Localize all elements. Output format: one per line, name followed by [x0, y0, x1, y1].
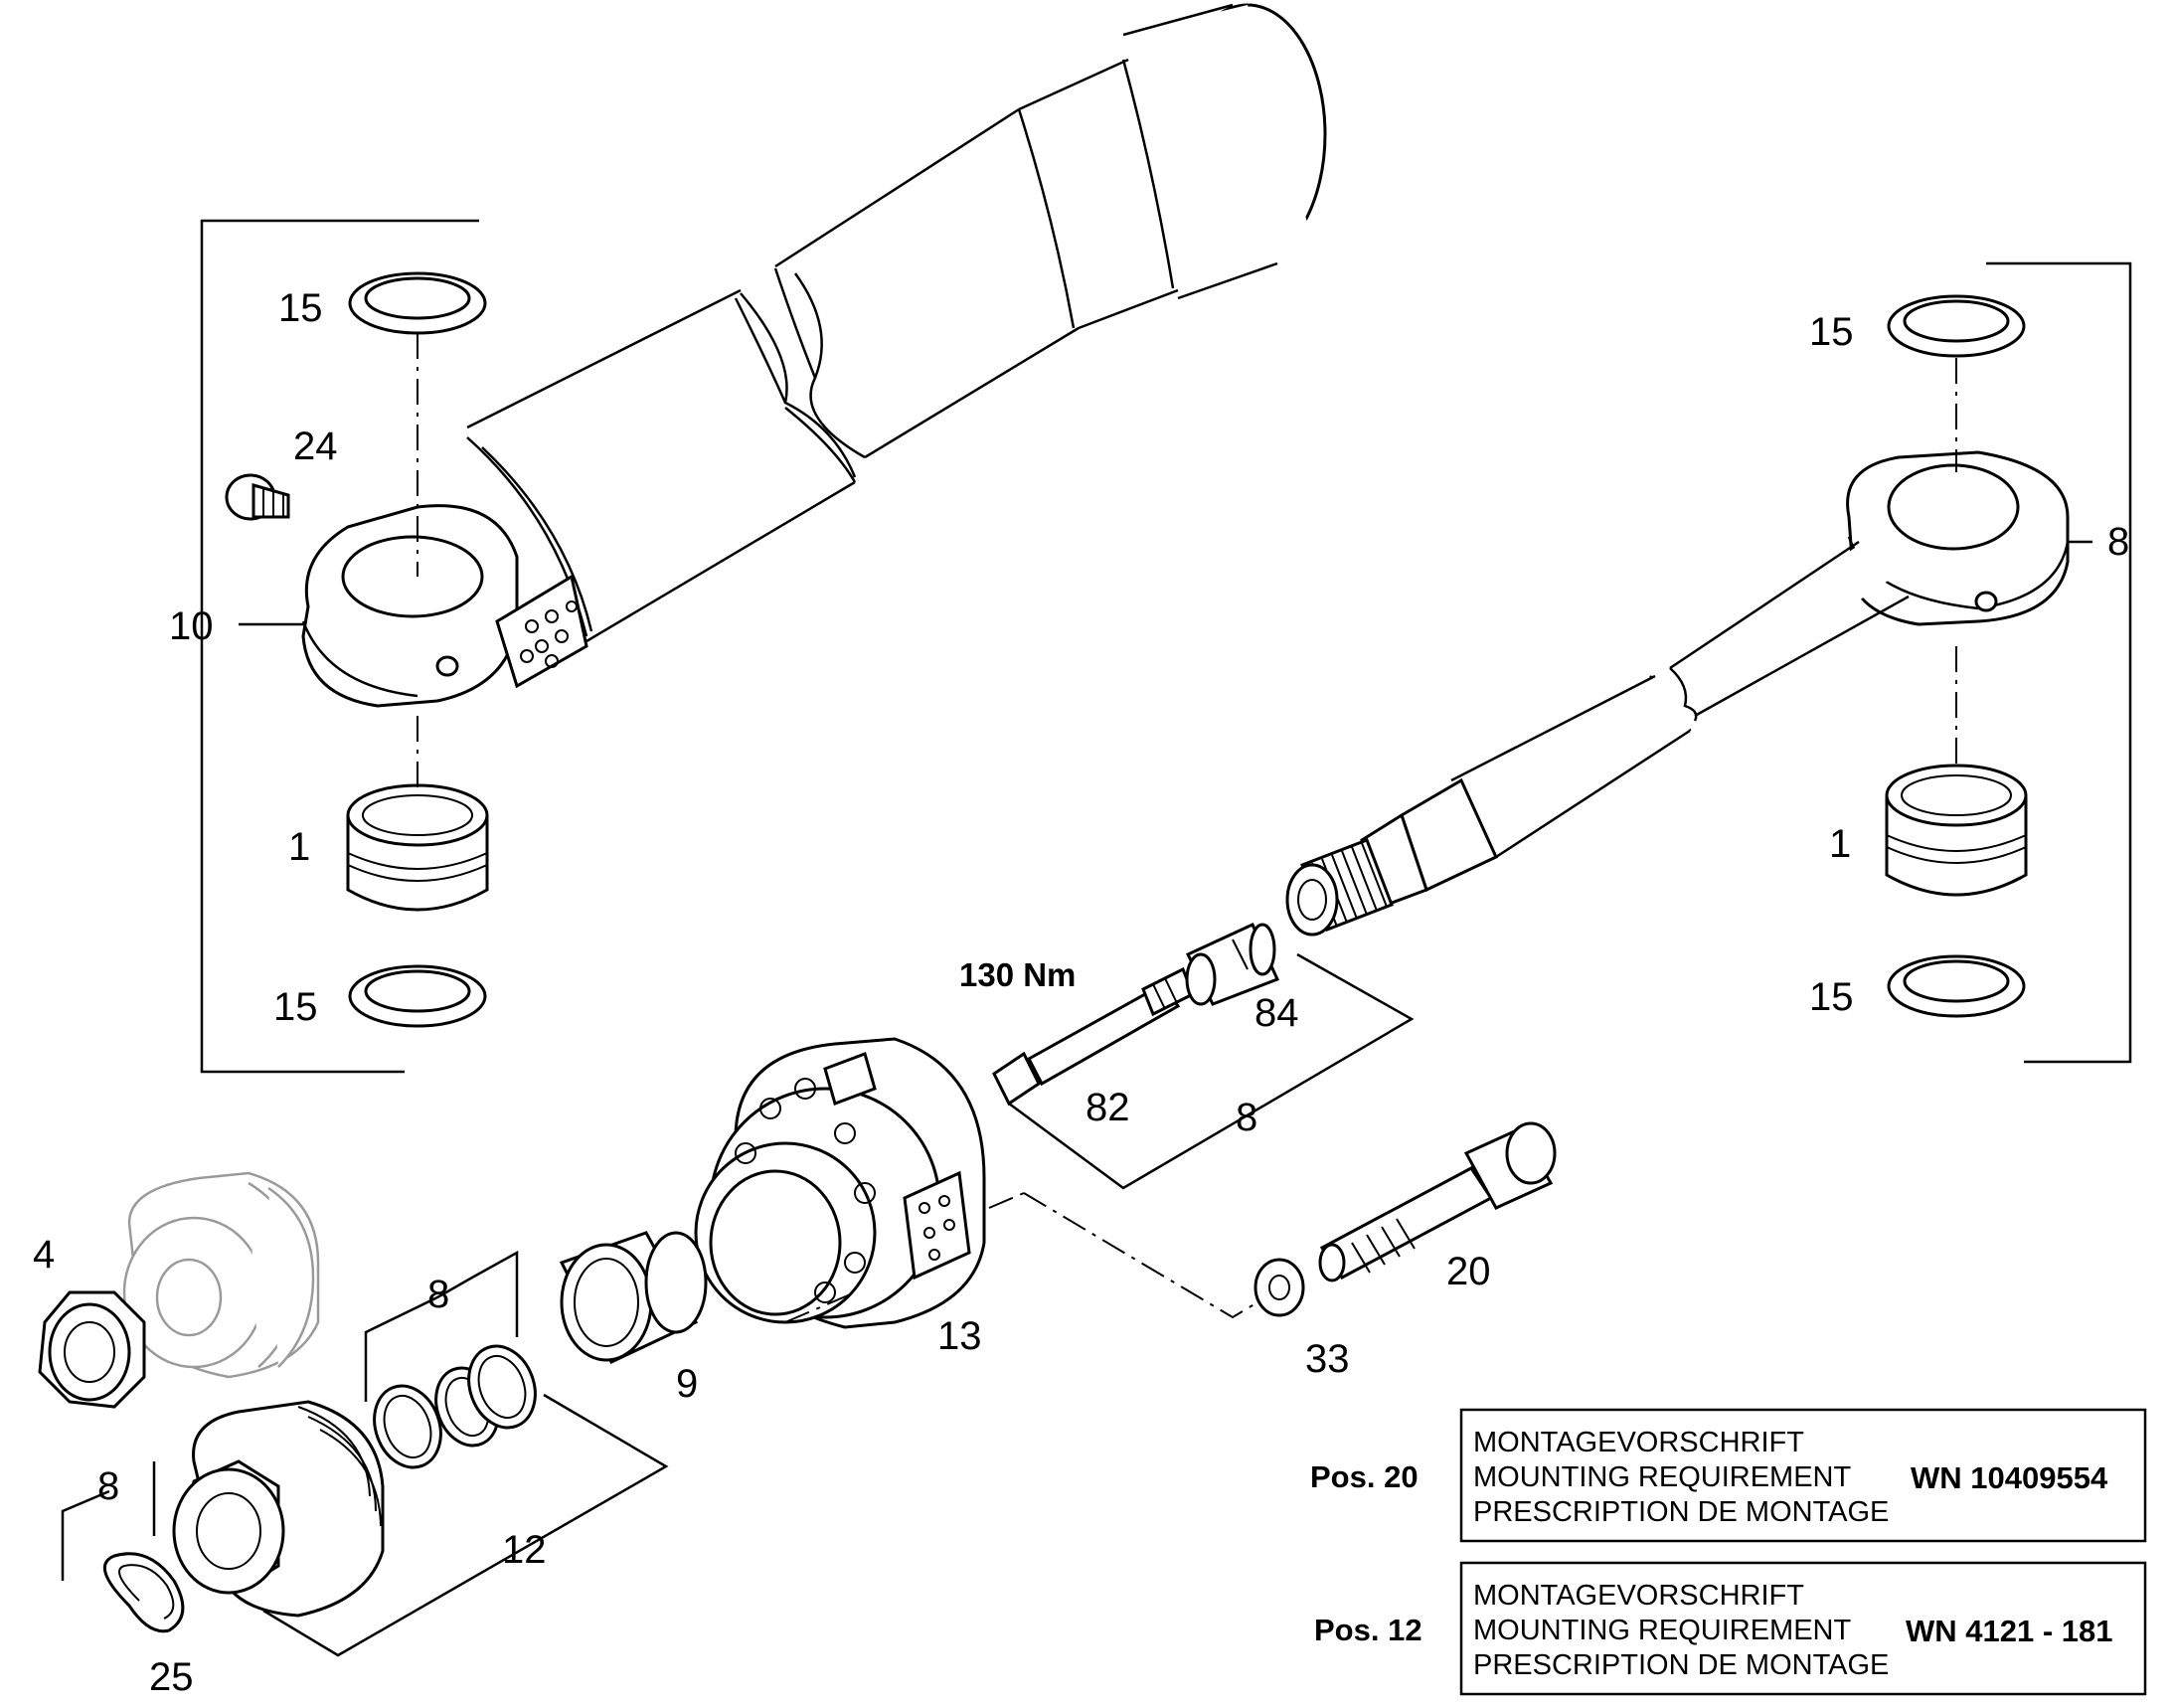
- note-code: WN 4121 - 181: [1906, 1614, 2113, 1648]
- note-pos: Pos. 12: [1314, 1613, 1422, 1647]
- note-code: WN 10409554: [1911, 1460, 2108, 1495]
- piston-ghost: [122, 1171, 320, 1379]
- nut-4: [38, 1290, 146, 1409]
- label-9: 9: [676, 1362, 698, 1406]
- label-15-bottom-left: 15: [273, 985, 318, 1029]
- note-pos: Pos. 20: [1310, 1459, 1419, 1494]
- label-82: 82: [1086, 1086, 1130, 1129]
- note-line-3: PRESCRIPTION DE MONTAGE: [1473, 1649, 1889, 1681]
- bolt-20: [1318, 1121, 1557, 1282]
- circlip-25: [103, 1552, 185, 1633]
- label-4: 4: [33, 1233, 55, 1277]
- note-pos-20: Pos. 20 MONTAGEVORSCHRIFT MOUNTING REQUI…: [1310, 1408, 2147, 1543]
- label-15-top-left: 15: [278, 286, 323, 330]
- valve-insert-84: [1185, 923, 1280, 1006]
- label-13: 13: [937, 1314, 982, 1358]
- label-33: 33: [1305, 1337, 1350, 1381]
- valve-82: [992, 966, 1195, 1107]
- label-12: 12: [502, 1528, 547, 1572]
- piston-rod: [1285, 450, 2070, 937]
- label-84: 84: [1254, 991, 1299, 1035]
- label-1-left: 1: [288, 825, 310, 869]
- label-15-bottom-right: 15: [1809, 975, 1854, 1019]
- note-line-1: MONTAGEVORSCHRIFT: [1473, 1580, 1804, 1612]
- cylinder-head-13: [694, 1037, 986, 1329]
- label-8-piston: 8: [427, 1273, 449, 1316]
- plug-screw-24: [225, 473, 290, 521]
- note-box: [1459, 1561, 2147, 1696]
- label-10: 10: [169, 604, 214, 648]
- label-8-mid: 8: [1236, 1096, 1257, 1139]
- right-eye-seals: [1885, 294, 2028, 1018]
- cylinder-barrel: [301, 3, 1327, 708]
- left-eye-seals: [346, 271, 489, 1028]
- label-15-top-right: 15: [1809, 310, 1854, 354]
- label-25: 25: [149, 1655, 194, 1699]
- note-line-2: MOUNTING REQUIREMENT: [1473, 1615, 1852, 1646]
- callout-labels: 15 24 10 1 15 15 8 1 15 130 Nm 84 82 8 2…: [33, 286, 2129, 1699]
- spacer-9: [559, 1231, 708, 1364]
- note-line-3: PRESCRIPTION DE MONTAGE: [1473, 1496, 1889, 1528]
- torque-label: 130 Nm: [959, 956, 1076, 993]
- note-box: [1459, 1408, 2147, 1543]
- label-8-small: 8: [97, 1464, 119, 1508]
- washer-33: [1254, 1258, 1305, 1317]
- bracket-10: [200, 219, 479, 1074]
- label-20: 20: [1446, 1250, 1491, 1293]
- label-1-right: 1: [1829, 822, 1851, 866]
- bracket-8-small: [61, 1489, 110, 1581]
- bracket-12: [262, 1393, 669, 1657]
- note-line-1: MONTAGEVORSCHRIFT: [1473, 1427, 1804, 1458]
- note-pos-12: Pos. 12 MONTAGEVORSCHRIFT MOUNTING REQUI…: [1314, 1561, 2147, 1696]
- seal-rings-8: [373, 1344, 537, 1469]
- bracket-8-mid: [1008, 952, 1415, 1190]
- piston-12: [172, 1400, 385, 1618]
- note-line-2: MOUNTING REQUIREMENT: [1473, 1461, 1852, 1493]
- label-24: 24: [293, 425, 338, 468]
- bracket-8-right: [1986, 261, 2132, 1064]
- label-8-right: 8: [2107, 520, 2129, 564]
